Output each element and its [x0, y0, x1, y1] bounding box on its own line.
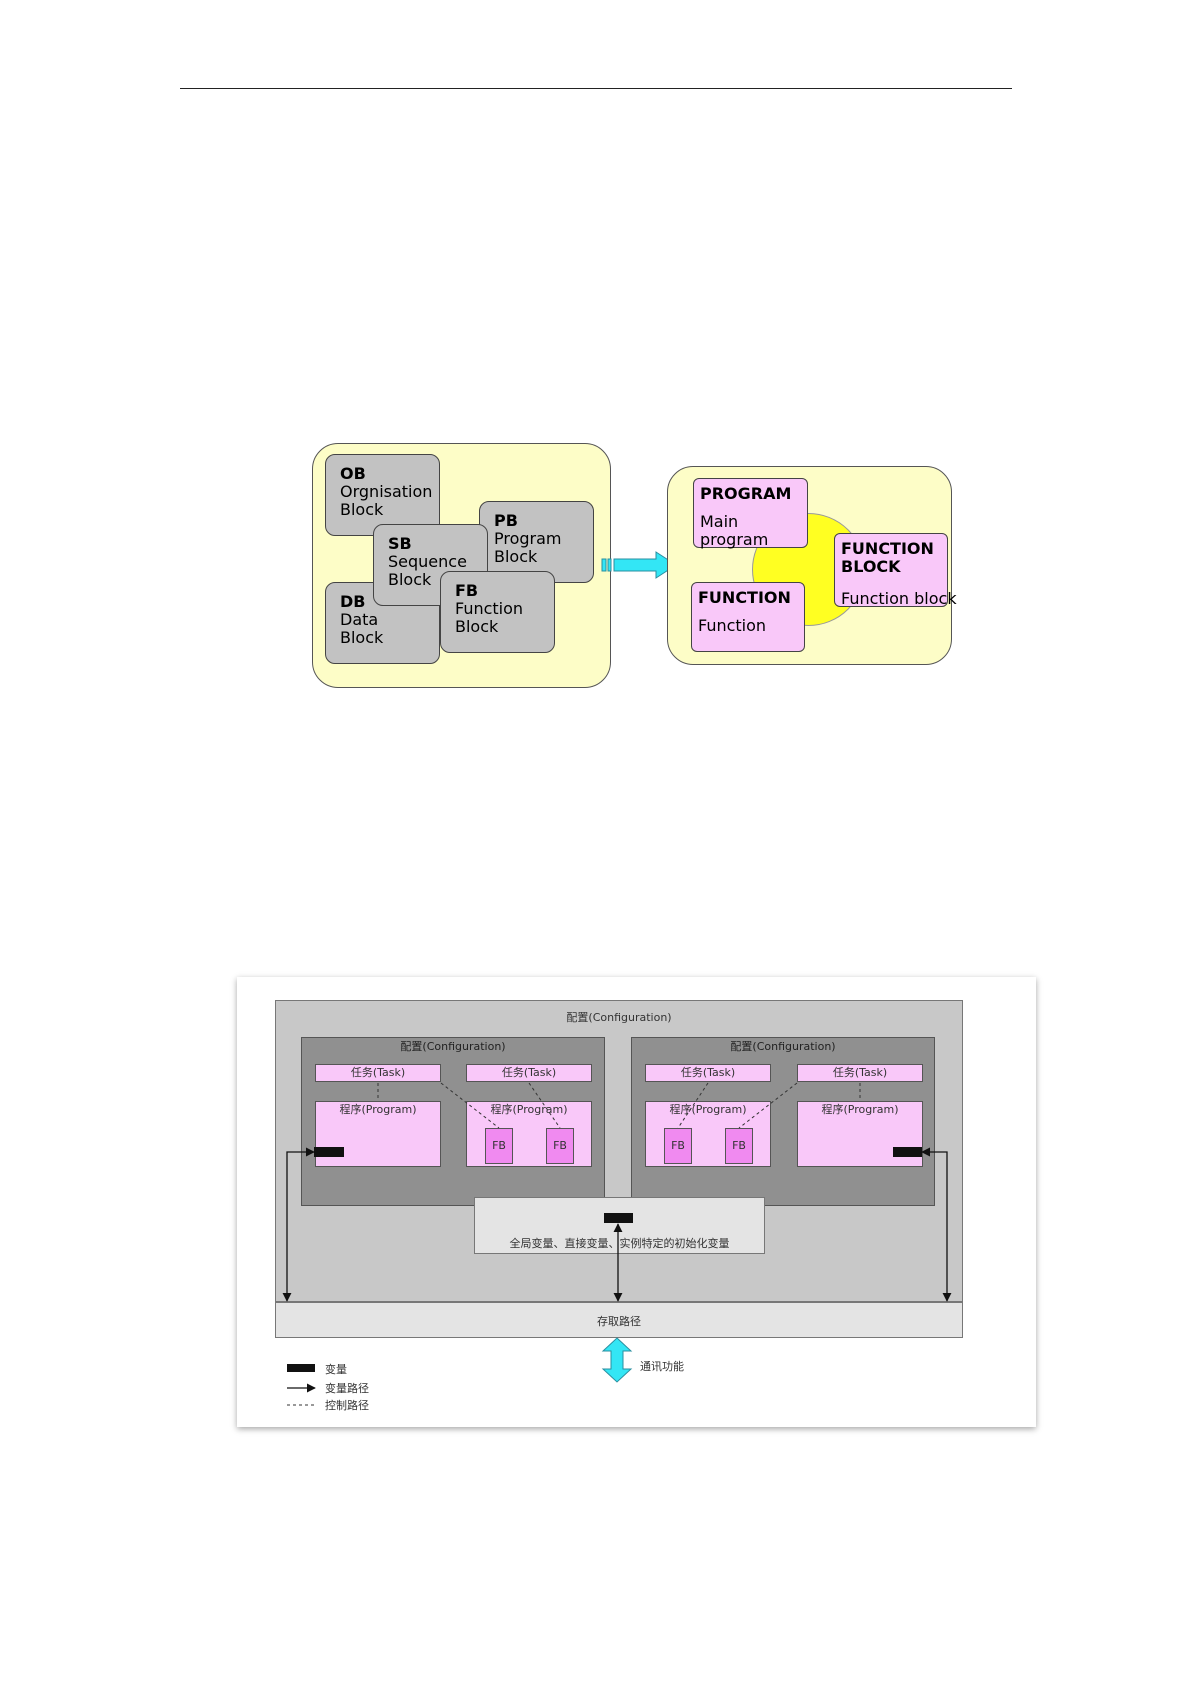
variable-left — [314, 1147, 344, 1157]
block-fb: FB Function Block — [440, 571, 555, 653]
block-function-block: FUNCTION BLOCK Function block — [834, 533, 957, 608]
task-1: 任务(Task) — [315, 1064, 441, 1082]
outer-configuration-label: 配置(Configuration) — [566, 1011, 672, 1024]
block-desc: Function Block — [455, 599, 524, 636]
block-sb: SB Sequence Block — [373, 524, 488, 606]
communication-label: 通讯功能 — [640, 1360, 684, 1373]
task-3: 任务(Task) — [645, 1064, 771, 1082]
block-desc: Sequence Block — [388, 552, 467, 589]
variable-global — [604, 1213, 633, 1223]
block-desc: Main program — [700, 512, 769, 549]
block-ob: OB Orgnisation Block — [325, 454, 440, 536]
control-paths — [377, 1082, 861, 1129]
variable-paths — [282, 1147, 952, 1302]
block-program: PROGRAM Main program — [693, 478, 808, 549]
legend-variable: 变量 — [325, 1363, 347, 1376]
legend-variable-icon — [287, 1364, 315, 1372]
fb-4: FB — [725, 1128, 753, 1164]
variable-right — [893, 1147, 922, 1157]
fb-2: FB — [546, 1128, 574, 1164]
block-name: FUNCTION — [698, 588, 791, 607]
fb-1: FB — [485, 1128, 513, 1164]
block-desc: Data Block — [340, 610, 384, 647]
legend-variable-path: 变量路径 — [325, 1382, 369, 1395]
block-function: FUNCTION Function — [691, 582, 805, 652]
block-desc: Function — [698, 616, 767, 635]
block-pb: PB Program Block — [479, 501, 594, 583]
resource-left-label: 配置(Configuration) — [400, 1040, 506, 1053]
block-desc: Program Block — [494, 529, 562, 566]
block-desc: Orgnisation Block — [340, 482, 433, 519]
fb-3: FB — [664, 1128, 692, 1164]
communication-arrow-icon — [601, 1337, 633, 1383]
task-2: 任务(Task) — [466, 1064, 592, 1082]
block-code: PB — [494, 511, 518, 530]
legend-control-path: 控制路径 — [325, 1399, 369, 1412]
block-code: OB — [340, 464, 366, 483]
transition-arrow-icon — [601, 551, 677, 579]
access-path-label: 存取路径 — [597, 1315, 641, 1328]
block-code: FB — [455, 581, 479, 600]
resource-right-label: 配置(Configuration) — [730, 1040, 836, 1053]
block-name: PROGRAM — [700, 484, 792, 503]
task-4: 任务(Task) — [797, 1064, 923, 1082]
access-path-bar — [275, 1302, 963, 1338]
header-rule — [180, 88, 1012, 89]
block-desc: Function block — [841, 589, 957, 608]
program-4: 程序(Program) — [797, 1101, 923, 1167]
block-code: SB — [388, 534, 412, 553]
block-code: DB — [340, 592, 366, 611]
block-name: FUNCTION BLOCK — [841, 539, 934, 576]
